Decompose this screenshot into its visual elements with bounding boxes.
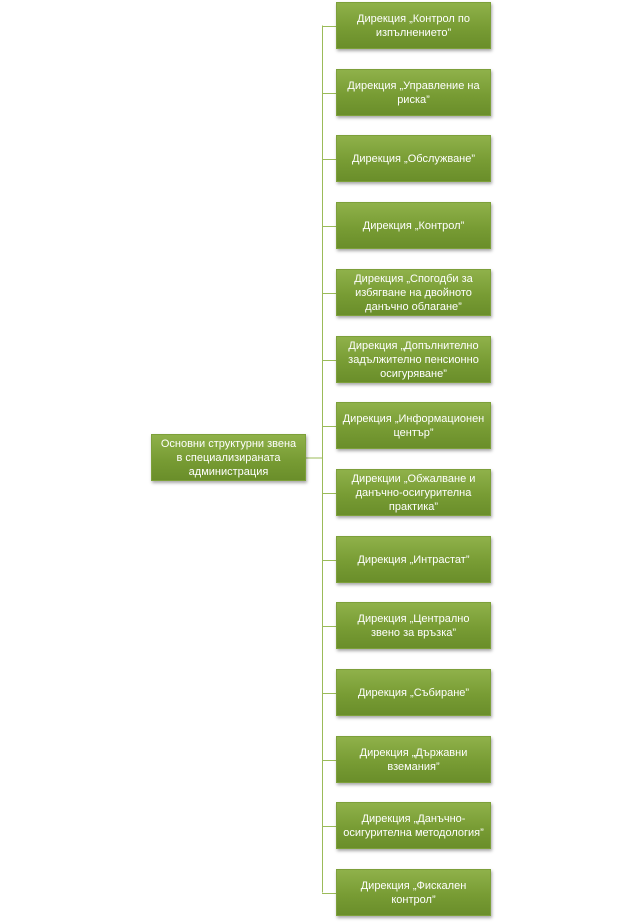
root-label: Основни структурни звена в специализиран…	[160, 437, 297, 478]
child-label: Дирекция „Спогодби за избягване на двойн…	[354, 272, 473, 313]
child-node: Дирекция „Управление на риска”	[336, 69, 491, 116]
child-node: Дирекции „Обжалване и данъчно-осигурител…	[336, 469, 491, 516]
child-label: Дирекция „Държавни вземания”	[359, 746, 468, 773]
child-node: Дирекция „Данъчно-осигурителна методолог…	[336, 802, 491, 849]
child-node: Дирекция „Държавни вземания”	[336, 736, 491, 783]
child-node: Дирекция „Спогодби за избягване на двойн…	[336, 269, 491, 316]
child-label: Дирекция „Управление на риска”	[347, 79, 480, 106]
child-node: Дирекция „Фискален контрол”	[336, 869, 491, 916]
child-node: Дирекция „Контрол по изпълнението”	[336, 2, 491, 49]
child-label: Дирекция „Интрастат”	[357, 553, 470, 566]
child-label: Дирекция „Данъчно-осигурителна методолог…	[343, 812, 484, 839]
child-node: Дирекция „Интрастат”	[336, 536, 491, 583]
root-node: Основни структурни звена в специализиран…	[151, 434, 306, 481]
child-label: Дирекция „Обслужване”	[351, 152, 476, 165]
child-label: Дирекция „Контрол по изпълнението”	[357, 12, 470, 39]
child-label: Дирекция „Фискален контрол”	[360, 879, 467, 906]
child-node: Дирекция „Контрол”	[336, 202, 491, 249]
child-label: Дирекция „Допълнително задължително пенс…	[348, 339, 479, 380]
child-label: Дирекции „Обжалване и данъчно-осигурител…	[351, 472, 476, 513]
child-label: Дирекция „Централно звено за връзка”	[357, 612, 470, 639]
child-node: Дирекция „Събиране”	[336, 669, 491, 716]
child-node: Дирекция „Допълнително задължително пенс…	[336, 336, 491, 383]
child-label: Дирекция „Събиране”	[357, 686, 470, 699]
child-label: Дирекция „Информационен център”	[342, 412, 485, 439]
child-label: Дирекция „Контрол”	[362, 219, 465, 232]
child-node: Дирекция „Информационен център”	[336, 402, 491, 449]
child-node: Дирекция „Обслужване”	[336, 135, 491, 182]
child-node: Дирекция „Централно звено за връзка”	[336, 602, 491, 649]
